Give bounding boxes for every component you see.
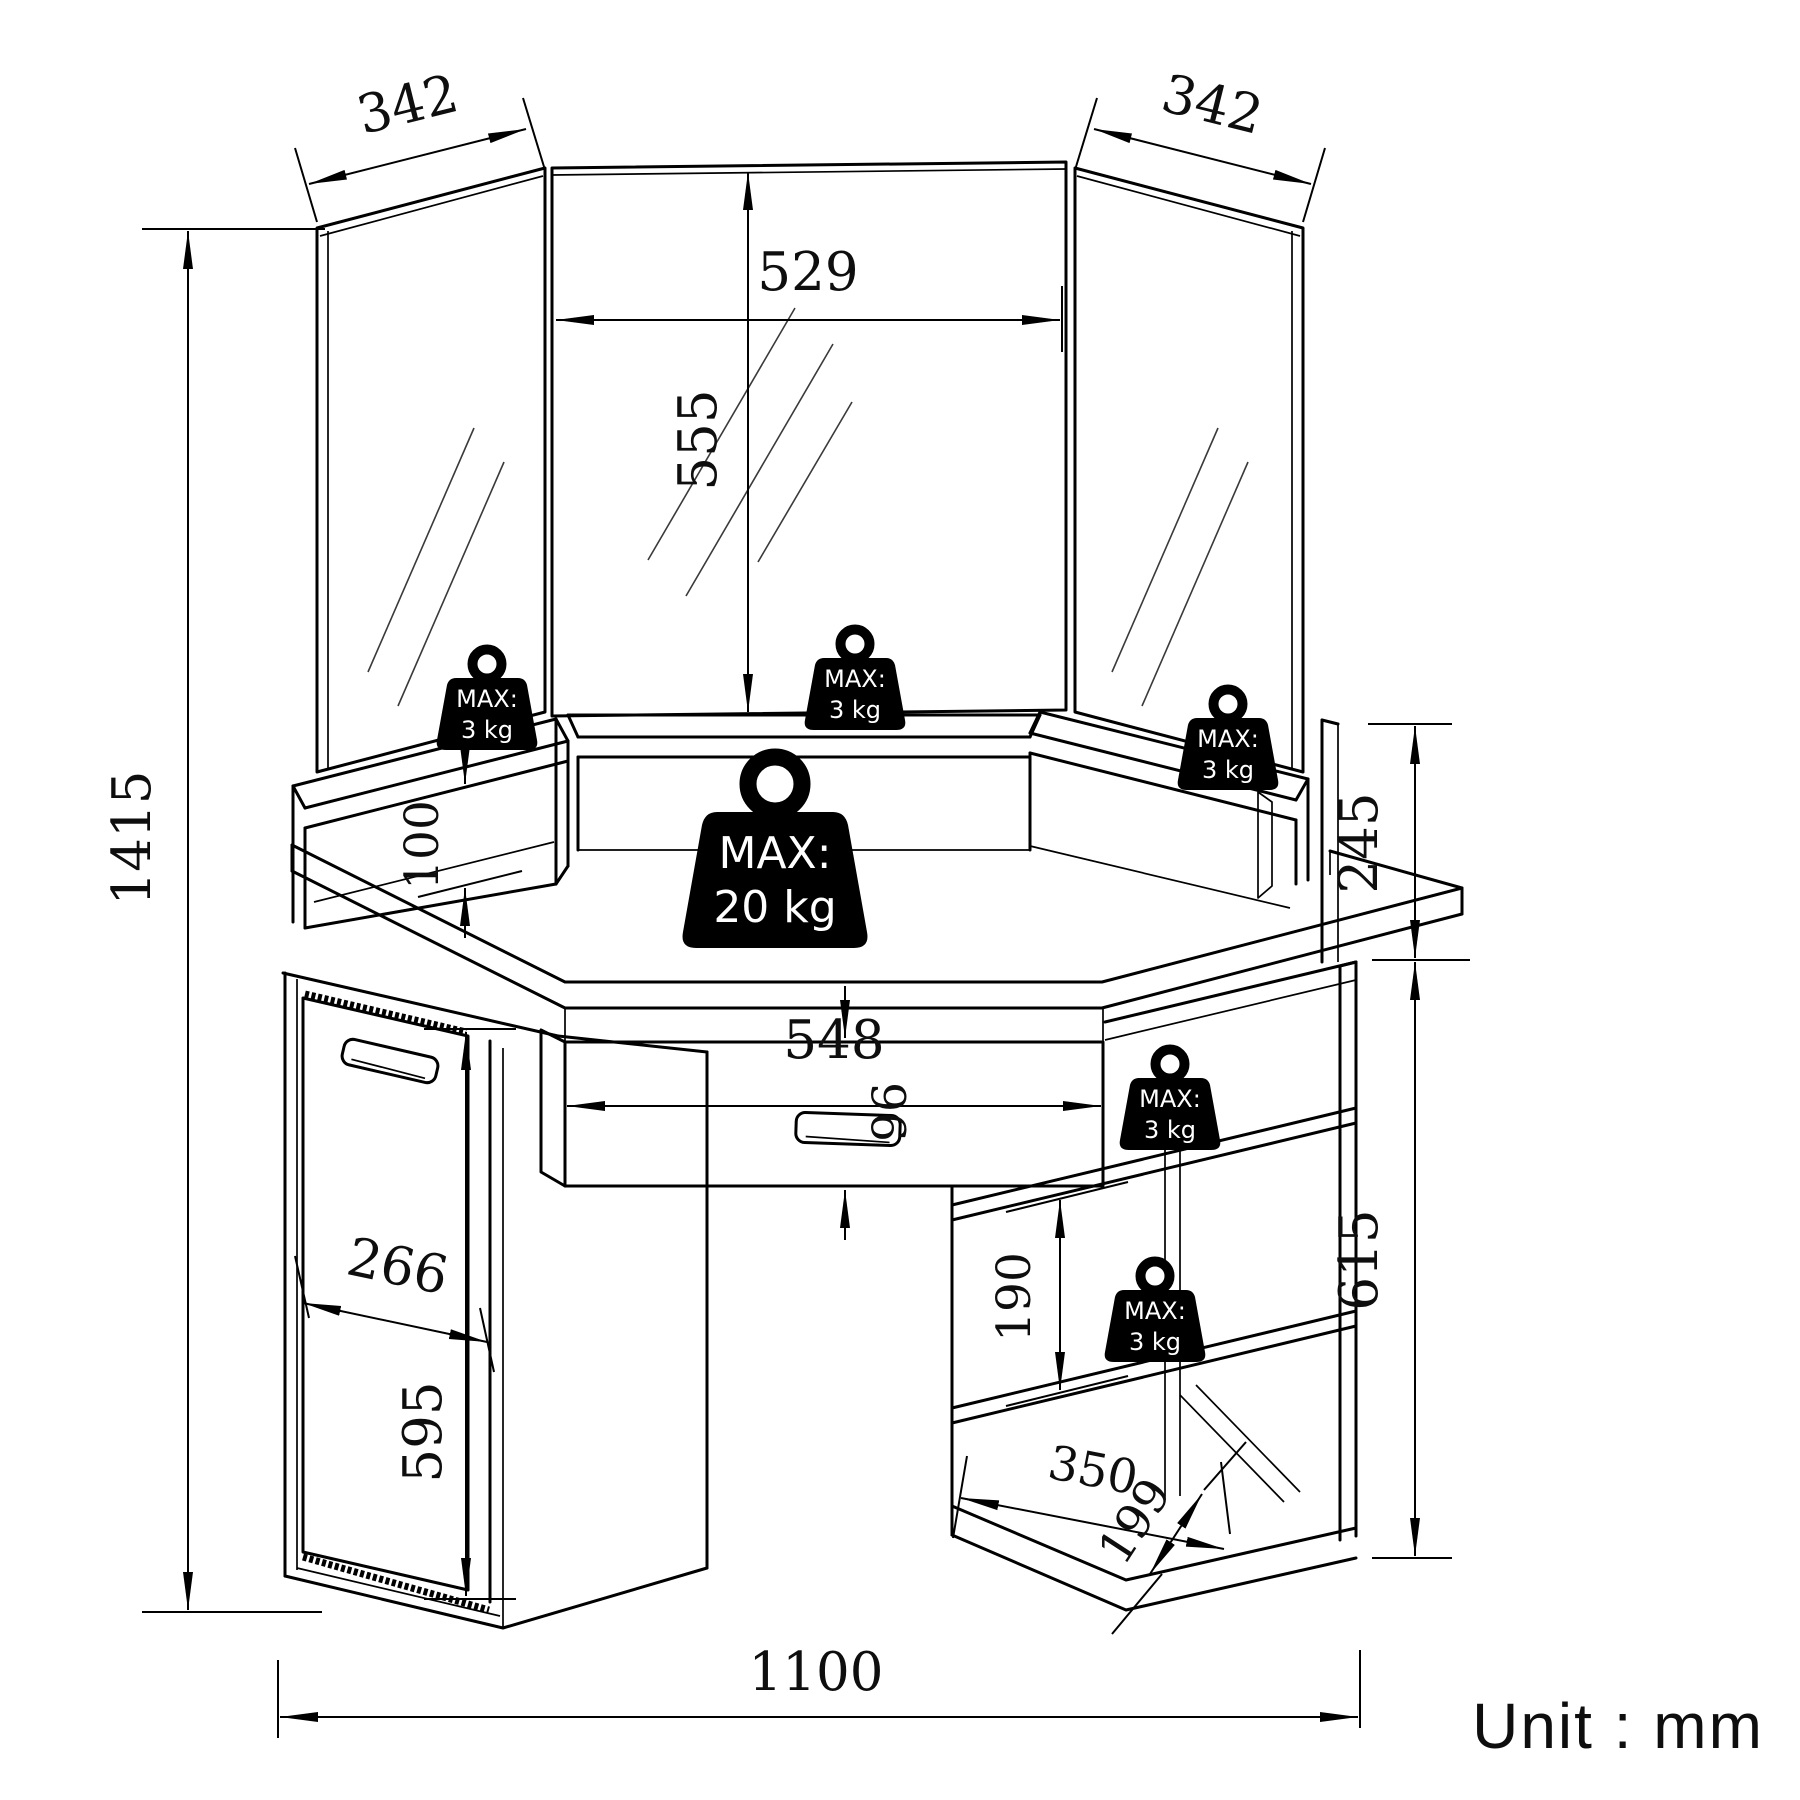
mirror-shine [367, 427, 475, 673]
dim-label: 342 [351, 63, 464, 147]
dim-label: 245 [1329, 792, 1390, 893]
mirror-shine [1111, 427, 1219, 673]
door-handle [340, 1037, 440, 1085]
weight-icon-max-20kg-desktop: MAX: 20 kg [682, 748, 868, 948]
weight-icon-max-3kg-left: MAX: 3 kg [436, 644, 538, 750]
dim-label: 548 [783, 1010, 884, 1071]
dim-organizer-to-desktop: 245 [1329, 723, 1470, 961]
dim-label: 1100 [749, 1642, 884, 1703]
mirror-shine [685, 343, 834, 597]
dim-label: 1415 [102, 771, 163, 906]
drawer-handle [794, 1111, 902, 1147]
dim-center-mirror-height: 555 [668, 172, 753, 712]
dim-organizer-opening-height: 100 [395, 744, 523, 938]
svg-text:MAX:: MAX: [1139, 1085, 1201, 1113]
weight-icon-max-3kg-right: MAX: 3 kg [1177, 684, 1279, 790]
dim-drawer-front-height: 96 [840, 986, 918, 1240]
weight-icon-max-3kg-center: MAX: 3 kg [804, 624, 906, 730]
svg-text:3 kg: 3 kg [829, 696, 881, 724]
svg-text:3 kg: 3 kg [461, 716, 513, 744]
dim-drawer-width: 548 [567, 1010, 1101, 1111]
dim-label: 615 [1329, 1209, 1390, 1310]
mirror-shine [757, 401, 853, 563]
svg-text:MAX:: MAX: [1124, 1297, 1186, 1325]
cabinet-door [301, 990, 490, 1614]
center-mirror [550, 160, 1068, 718]
shelf-top [950, 1106, 1358, 1222]
svg-text:3 kg: 3 kg [1129, 1328, 1181, 1356]
weight-icon-max-3kg-shelf-middle: MAX: 3 kg [1104, 1256, 1206, 1362]
dim-label: 342 [1156, 63, 1269, 147]
dimensions: 342 342 529 555 1415 [102, 63, 1470, 1738]
svg-text:3 kg: 3 kg [1144, 1116, 1196, 1144]
svg-text:MAX:: MAX: [1197, 725, 1259, 753]
right-mirror [1073, 166, 1305, 774]
svg-text:20 kg: 20 kg [713, 882, 836, 933]
mirror-shine [397, 461, 505, 707]
dim-door-height: 595 [393, 1028, 516, 1600]
svg-text:MAX:: MAX: [456, 685, 518, 713]
right-shelf-unit [950, 960, 1358, 1612]
mirror-shine [647, 307, 796, 561]
left-mirror [315, 166, 547, 774]
dim-shelf-width: 350 [952, 1435, 1231, 1550]
dim-label: 190 [987, 1252, 1042, 1342]
dim-label: 595 [393, 1381, 454, 1482]
dim-label: 529 [757, 242, 858, 303]
dim-label: 100 [395, 800, 450, 890]
organizer-left [291, 717, 570, 930]
organizer-rails [291, 710, 1340, 964]
unit-label: Unit : mm [1472, 1690, 1764, 1762]
dim-left-mirror-width: 342 [294, 63, 546, 223]
dim-overall-height: 1415 [102, 228, 325, 1613]
organizer-right [1028, 710, 1340, 964]
trifold-mirror [315, 160, 1305, 774]
svg-text:3 kg: 3 kg [1202, 756, 1254, 784]
dim-base-unit-height: 615 [1329, 962, 1452, 1559]
svg-text:MAX:: MAX: [718, 828, 831, 879]
dim-label: 555 [668, 389, 729, 490]
left-cabinet [281, 971, 709, 1630]
dim-label: 96 [863, 1082, 918, 1142]
dim-label: 266 [342, 1227, 454, 1308]
dim-right-mirror-width: 342 [1074, 63, 1326, 223]
svg-text:MAX:: MAX: [824, 665, 886, 693]
dim-center-mirror-width: 529 [556, 242, 1063, 352]
weight-icon-max-3kg-shelf-top: MAX: 3 kg [1119, 1044, 1221, 1150]
dim-door-width: 266 [294, 1227, 495, 1373]
mirror-shine [1141, 461, 1249, 707]
dim-shelf-spacing: 190 [987, 1181, 1129, 1407]
dim-overall-width: 1100 [277, 1642, 1361, 1738]
